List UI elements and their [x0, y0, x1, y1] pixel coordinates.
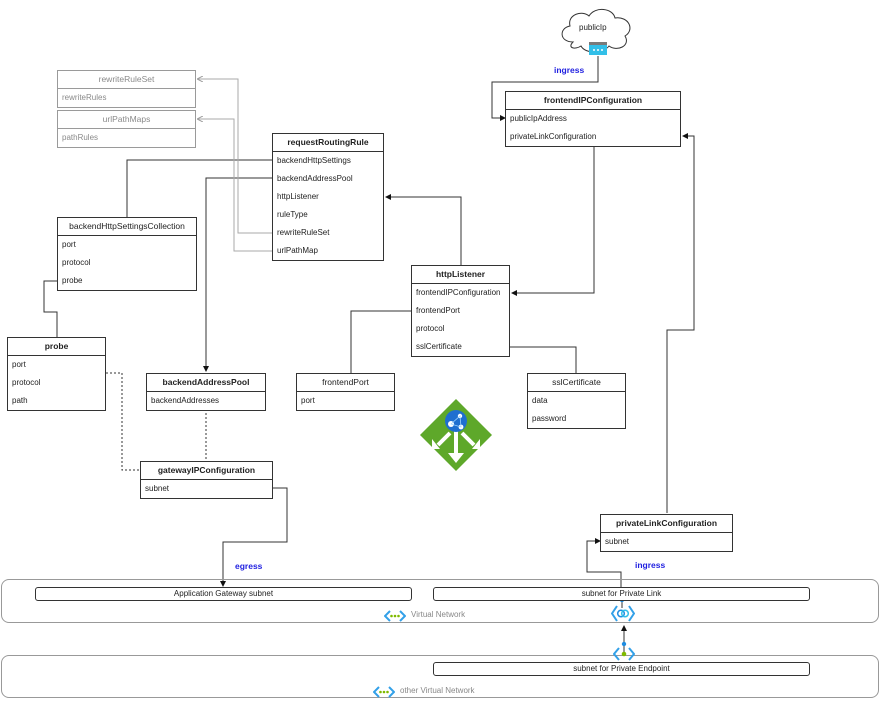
connector-frontendip-httplistener — [511, 145, 595, 296]
connector-rule-urlpathmap — [198, 119, 273, 252]
entity-title: urlPathMaps — [58, 111, 195, 129]
connector-httplistener-rule — [385, 194, 462, 266]
ingress-label-top: ingress — [554, 65, 585, 75]
entity-field: port — [301, 396, 315, 405]
entity-url-path-maps[interactable]: urlPathMaps pathRules — [57, 110, 196, 148]
connector-listener-frontendport — [350, 310, 412, 373]
public-ip-label: publicIp — [579, 23, 607, 32]
entity-field: httpListener — [277, 192, 319, 201]
entity-request-routing-rule[interactable]: requestRoutingRule backendHttpSettings b… — [272, 133, 384, 261]
entity-rewrite-rule-set[interactable]: rewriteRuleSet rewriteRules — [57, 70, 196, 108]
entity-field: port — [62, 240, 76, 249]
other-virtual-network-container[interactable] — [1, 655, 879, 698]
entity-ssl-certificate[interactable]: sslCertificate data password — [527, 373, 626, 429]
entity-field: probe — [62, 276, 83, 285]
connector-gatewayip-subnet — [220, 487, 288, 587]
egress-label: egress — [235, 561, 263, 571]
connector-subnet-privatelink — [586, 538, 622, 587]
entity-field: port — [12, 360, 26, 369]
ingress-label-bottom: ingress — [635, 560, 666, 570]
connector-rule-backendaddresspool — [203, 177, 273, 372]
connector-probe-gatewayip — [106, 372, 140, 471]
entity-field: publicIpAddress — [510, 114, 567, 123]
entity-title: httpListener — [412, 266, 509, 284]
entity-gateway-ip-configuration[interactable]: gatewayIPConfiguration subnet — [140, 461, 273, 499]
entity-field: subnet — [145, 484, 170, 493]
entity-field: path — [12, 396, 28, 405]
entity-field: rewriteRuleSet — [277, 228, 330, 237]
entity-field: protocol — [12, 378, 41, 387]
virtual-network-container[interactable] — [1, 579, 879, 623]
virtual-network-label: Virtual Network — [411, 610, 466, 619]
private-endpoint-icon — [612, 647, 636, 661]
connector-privatelink-frontendip — [666, 133, 695, 513]
entity-field: frontendIPConfiguration — [416, 288, 501, 297]
public-ip-icon — [589, 42, 607, 55]
connector-rule-backendhttpsettings — [126, 159, 273, 217]
entity-frontend-ip-configuration[interactable]: frontendIPConfiguration publicIpAddress … — [505, 91, 681, 147]
connector-settings-probe — [43, 280, 58, 337]
private-link-icon — [610, 605, 636, 622]
entity-field: subnet — [605, 537, 630, 546]
entity-field: sslCertificate — [416, 342, 462, 351]
entity-title: requestRoutingRule — [273, 134, 383, 152]
entity-backend-address-pool[interactable]: backendAddressPool backendAddresses — [146, 373, 266, 411]
entity-frontend-port[interactable]: frontendPort port — [296, 373, 395, 411]
entity-field: ruleType — [277, 210, 308, 219]
entity-field: backendAddresses — [151, 396, 220, 405]
subnet-private-endpoint[interactable]: subnet for Private Endpoint — [433, 662, 810, 676]
entity-field: password — [532, 414, 567, 423]
entity-probe[interactable]: probe port protocol path — [7, 337, 106, 411]
subnet-private-link[interactable]: subnet for Private Link — [433, 587, 810, 601]
link-endpoint-dot — [621, 641, 627, 647]
entity-field: privateLinkConfiguration — [510, 132, 597, 141]
entity-title: privateLinkConfiguration — [601, 515, 732, 533]
entity-title: rewriteRuleSet — [58, 71, 195, 89]
other-virtual-network-label: other Virtual Network — [400, 686, 475, 695]
cloud-icon — [561, 9, 631, 53]
connector-publicip-frontendip — [491, 56, 599, 121]
subnet-application-gateway[interactable]: Application Gateway subnet — [35, 587, 412, 601]
entity-field: backendAddressPool — [277, 174, 353, 183]
entity-title: backendHttpSettingsCollection — [58, 218, 196, 236]
entity-field: frontendPort — [416, 306, 461, 315]
public-ip-cloud — [555, 4, 637, 56]
entity-field: protocol — [416, 324, 445, 333]
entity-field: urlPathMap — [277, 246, 318, 255]
entity-private-link-configuration[interactable]: privateLinkConfiguration subnet — [600, 514, 733, 552]
connector-listener-sslcertificate — [510, 346, 577, 373]
entity-title: backendAddressPool — [147, 374, 265, 392]
entity-field: rewriteRules — [62, 93, 107, 102]
virtual-network-icon — [372, 685, 396, 698]
entity-title: probe — [8, 338, 105, 356]
entity-title: sslCertificate — [528, 374, 625, 392]
entity-http-listener[interactable]: httpListener frontendIPConfiguration fro… — [411, 265, 510, 357]
entity-backend-http-settings-collection[interactable]: backendHttpSettingsCollection port proto… — [57, 217, 197, 291]
connector-rule-rewriteruleset — [198, 79, 273, 234]
application-gateway-icon — [418, 397, 494, 473]
entity-title: frontendIPConfiguration — [506, 92, 680, 110]
entity-field: data — [532, 396, 548, 405]
entity-field: pathRules — [62, 133, 99, 142]
entity-field: protocol — [62, 258, 91, 267]
entity-title: frontendPort — [297, 374, 394, 392]
virtual-network-icon — [383, 609, 407, 622]
entity-title: gatewayIPConfiguration — [141, 462, 272, 480]
entity-field: backendHttpSettings — [277, 156, 351, 165]
